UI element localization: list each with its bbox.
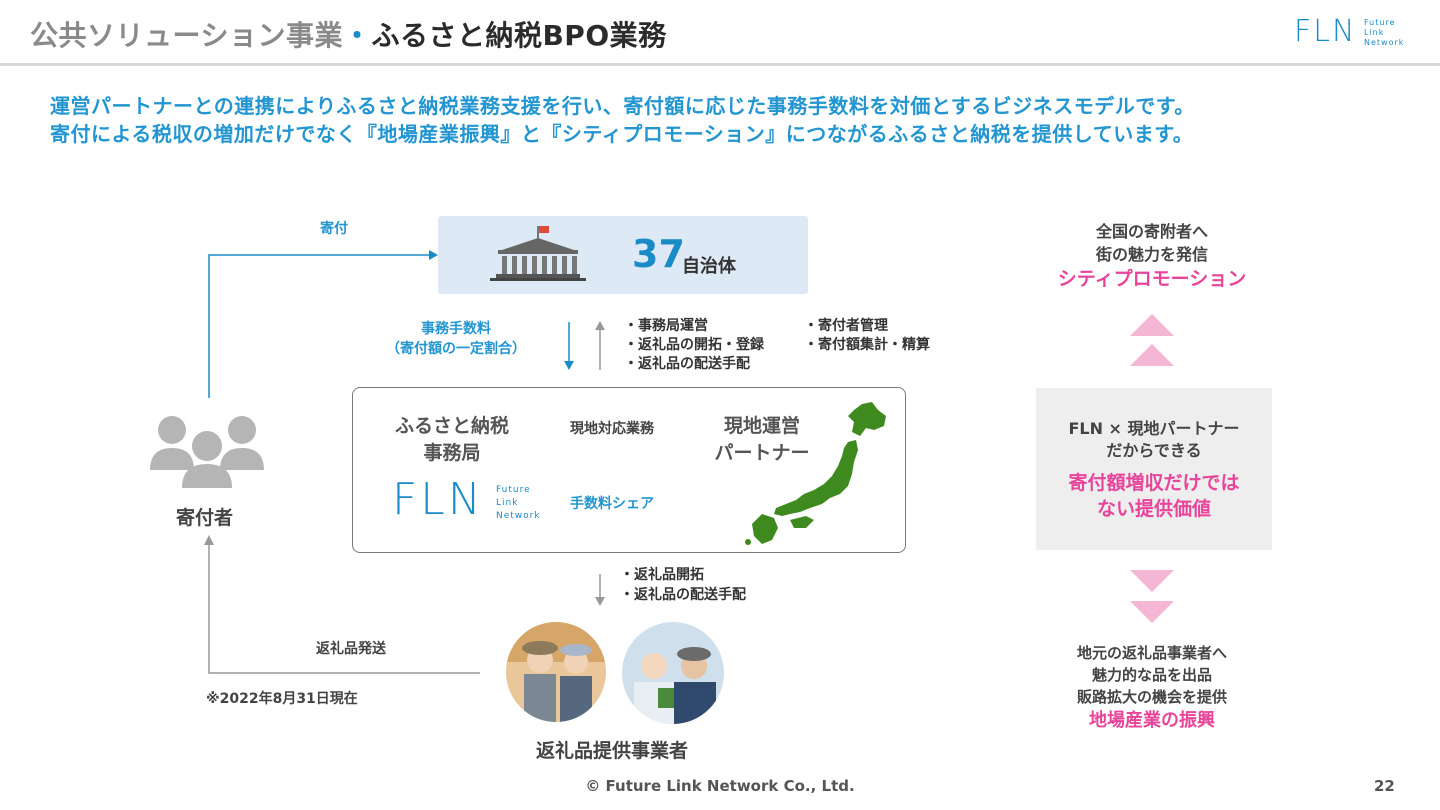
fee-label-line-2: （寄付額の一定割合） xyxy=(372,338,540,358)
gift-shipping-label: 返礼品発送 xyxy=(316,638,386,658)
task-arrowhead xyxy=(595,321,605,330)
office-line-1: ふるさと納税 xyxy=(382,413,522,440)
donation-label: 寄付 xyxy=(320,218,348,238)
value-line-1: FLN × 現地パートナー xyxy=(1036,418,1272,440)
local-line-2: 魅力的な品を出品 xyxy=(1036,664,1268,686)
up-triangle-2 xyxy=(1130,344,1174,366)
task-item: ・事務局運営 xyxy=(624,317,764,336)
fee-share-label: 手数料シェア xyxy=(570,493,654,513)
japan-map-icon xyxy=(744,400,894,546)
fln-logo-text: FLN xyxy=(392,474,484,525)
office-tasks-list: ・事務局運営 ・返礼品の開拓・登録 ・返礼品の配送手配 xyxy=(624,317,764,374)
as-of-note: ※2022年8月31日現在 xyxy=(206,688,358,708)
supplier-task-item: ・返礼品開拓 xyxy=(620,565,746,585)
down-triangle-1 xyxy=(1130,570,1174,592)
office-line-2: 事務局 xyxy=(382,440,522,467)
municipalities-unit: 自治体 xyxy=(682,252,736,278)
local-line-1: 地元の返礼品事業者へ xyxy=(1036,642,1268,664)
supplier-arrowhead xyxy=(595,597,605,606)
down-triangle-2 xyxy=(1130,601,1174,623)
promo-highlight: シティプロモーション xyxy=(1036,266,1268,292)
local-highlight: 地場産業の振興 xyxy=(1036,708,1268,733)
value-highlight-1: 寄付額増収だけでは xyxy=(1036,470,1272,496)
gift-shipping-arrowhead xyxy=(204,535,214,545)
fln-logo-network: Network xyxy=(496,510,541,523)
task-item: ・返礼品の配送手配 xyxy=(624,355,764,374)
fee-label-line-1: 事務手数料 xyxy=(372,318,540,338)
donation-arrowhead xyxy=(429,250,438,260)
value-line-2: だからできる xyxy=(1036,440,1272,462)
supplier-tasks-list: ・返礼品開拓 ・返礼品の配送手配 xyxy=(620,565,746,605)
donor-group-icon xyxy=(150,412,264,488)
page-number: 22 xyxy=(1374,777,1395,795)
value-highlight-2: ない提供価値 xyxy=(1036,496,1272,522)
task-item: ・寄付額集計・精算 xyxy=(804,336,930,355)
municipalities-count: 37 xyxy=(632,232,685,276)
local-industry-block: 地元の返礼品事業者へ 魅力的な品を出品 販路拡大の機会を提供 地場産業の振興 xyxy=(1036,642,1268,733)
donor-label: 寄付者 xyxy=(176,503,233,530)
supplier-task-item: ・返礼品の配送手配 xyxy=(620,585,746,605)
supplier-label: 返礼品提供事業者 xyxy=(536,736,688,763)
fln-logo-link: Link xyxy=(496,497,541,510)
promo-line-2: 街の魅力を発信 xyxy=(1036,243,1268,266)
fee-label: 事務手数料 （寄付額の一定割合） xyxy=(372,318,540,358)
fln-logo: FLN Future Link Network xyxy=(392,474,542,524)
footer-copyright: © Future Link Network Co., Ltd. xyxy=(0,777,1440,795)
task-item: ・返礼品の開拓・登録 xyxy=(624,336,764,355)
government-building-icon xyxy=(488,224,588,284)
city-promotion-block: 全国の寄附者へ 街の魅力を発信 シティプロモーション xyxy=(1036,220,1268,292)
fln-logo-future: Future xyxy=(496,484,541,497)
donor-tasks-list: ・寄付者管理 ・寄付額集計・精算 xyxy=(804,317,930,355)
local-line-3: 販路拡大の機会を提供 xyxy=(1036,686,1268,708)
up-triangle-1 xyxy=(1130,314,1174,336)
furusato-office-label: ふるさと納税 事務局 xyxy=(382,413,522,467)
fln-value-text: FLN × 現地パートナー だからできる 寄付額増収だけでは ない提供価値 xyxy=(1036,418,1272,522)
supplier-photo-1 xyxy=(506,622,606,722)
task-item: ・寄付者管理 xyxy=(804,317,930,336)
local-work-label: 現地対応業務 xyxy=(570,418,654,438)
supplier-photo-2 xyxy=(622,622,724,724)
promo-line-1: 全国の寄附者へ xyxy=(1036,220,1268,243)
fee-arrowhead xyxy=(564,361,574,370)
